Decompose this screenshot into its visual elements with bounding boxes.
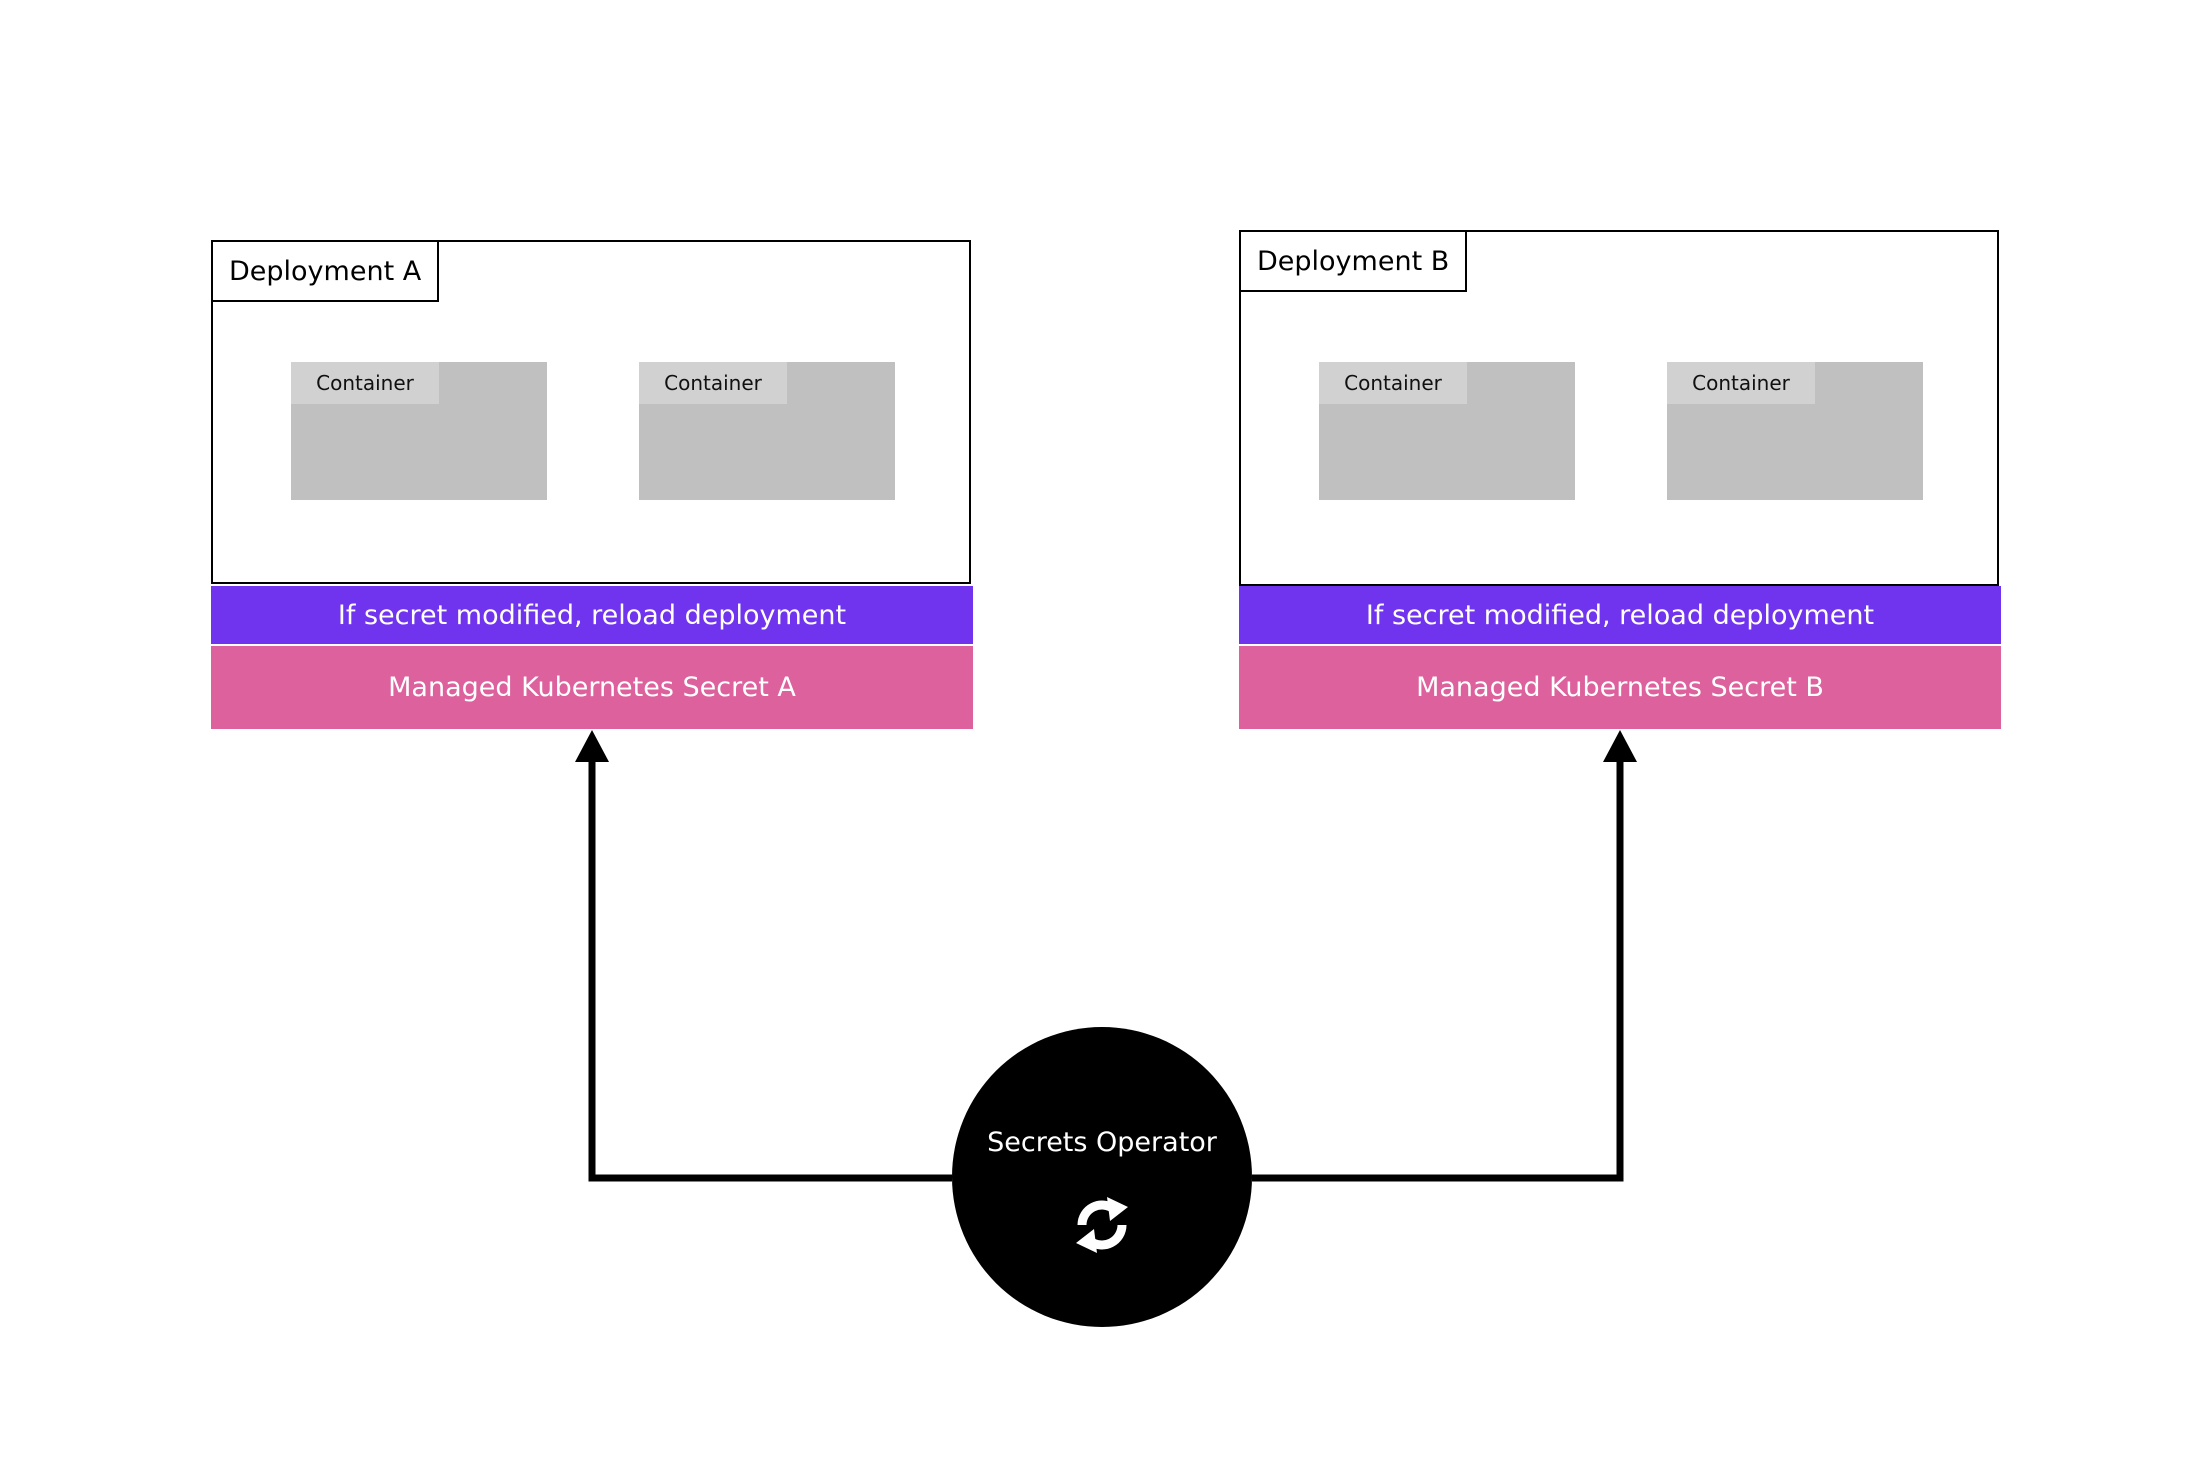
secret-a-bar: Managed Kubernetes Secret A bbox=[211, 646, 973, 729]
deployment-b-container-1: Container bbox=[1319, 362, 1575, 500]
operator-label: Secrets Operator bbox=[987, 1127, 1217, 1158]
arrow-line-to-secret-a bbox=[588, 758, 952, 1182]
arrow-head-secret-b bbox=[1603, 730, 1637, 762]
deployment-a-reload-bar: If secret modified, reload deployment bbox=[211, 586, 973, 644]
arrow-line-to-secret-b bbox=[1252, 758, 1624, 1182]
secret-b-bar: Managed Kubernetes Secret B bbox=[1239, 646, 2001, 729]
secrets-operator-node: Secrets Operator bbox=[952, 1027, 1252, 1327]
deployment-a-title: Deployment A bbox=[213, 242, 440, 302]
container-label: Container bbox=[1667, 362, 1815, 404]
deployment-b-container-2: Container bbox=[1667, 362, 1923, 500]
deployment-a-container-1: Container bbox=[291, 362, 547, 500]
container-label: Container bbox=[1319, 362, 1467, 404]
container-label: Container bbox=[291, 362, 439, 404]
deployment-a-box: Deployment A Container Container bbox=[211, 240, 971, 584]
arrow-head-secret-a bbox=[575, 730, 609, 762]
deployment-b-reload-bar: If secret modified, reload deployment bbox=[1239, 586, 2001, 644]
sync-icon bbox=[1076, 1197, 1128, 1253]
deployment-b-title: Deployment B bbox=[1241, 232, 1468, 292]
deployment-b-box: Deployment B Container Container bbox=[1239, 230, 1999, 586]
deployment-a-container-2: Container bbox=[639, 362, 895, 500]
container-label: Container bbox=[639, 362, 787, 404]
